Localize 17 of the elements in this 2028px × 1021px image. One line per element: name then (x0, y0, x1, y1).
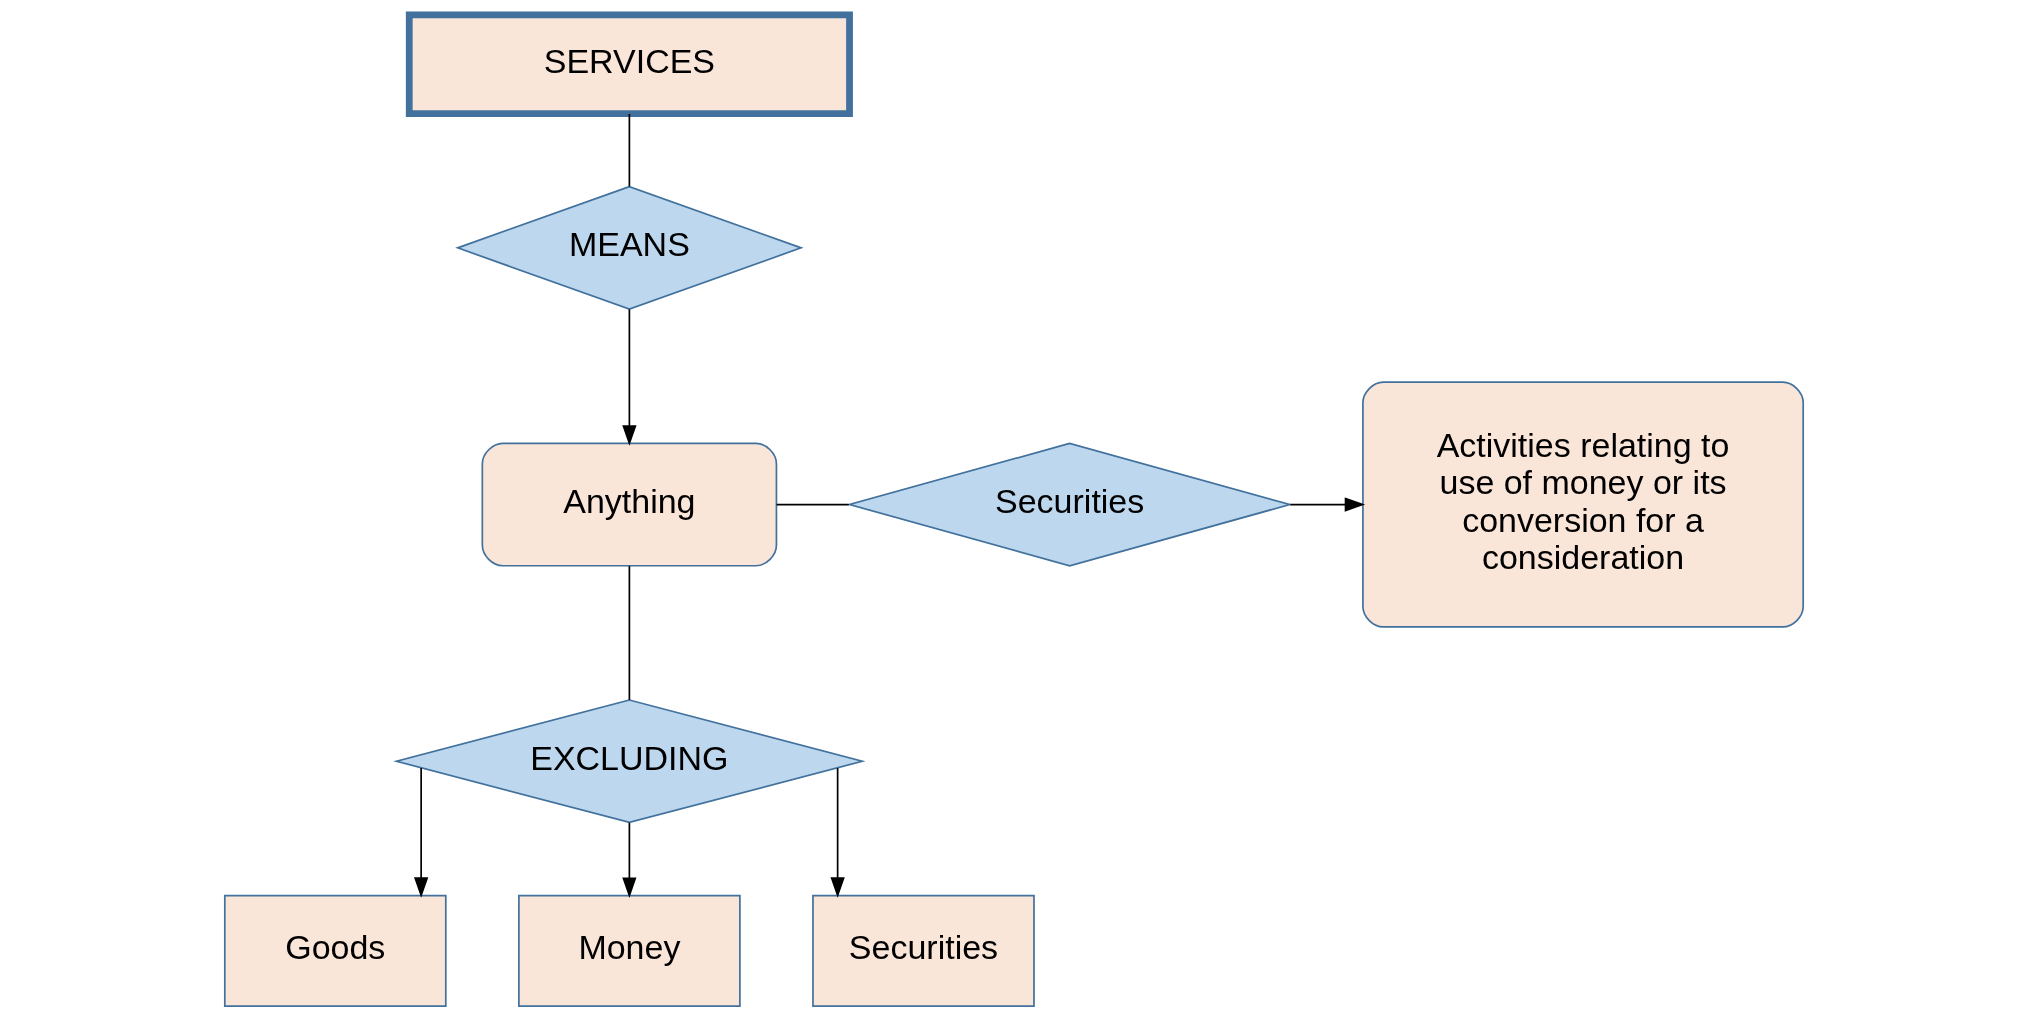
node-box: Goods (223, 894, 447, 1007)
connector (628, 565, 631, 701)
node-box: Securities (812, 894, 1035, 1007)
arrow (830, 767, 845, 898)
node-diamond: MEANS (455, 185, 804, 310)
arrow (1289, 497, 1366, 512)
arrow (622, 821, 637, 898)
node-box: Activities relating to use of money or its conversion for a consideration (1362, 381, 1805, 628)
connector (628, 113, 631, 188)
node-diamond: Securities (846, 442, 1293, 567)
node-box: SERVICES (405, 11, 853, 117)
node-box: Anything (481, 442, 778, 567)
connector (775, 503, 850, 506)
node-diamond: EXCLUDING (393, 699, 866, 824)
node-box: Money (518, 894, 741, 1007)
arrow (622, 308, 637, 446)
arrow (414, 767, 429, 898)
